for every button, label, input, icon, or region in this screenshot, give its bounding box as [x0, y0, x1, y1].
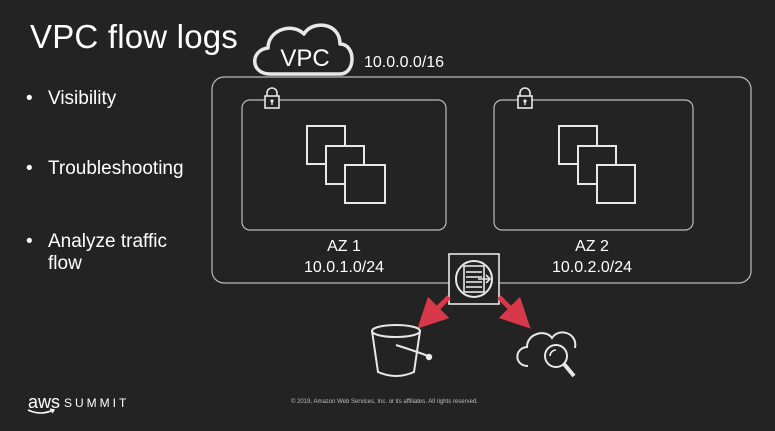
- instances-icon: [306, 125, 386, 204]
- cloudwatch-search-icon: [516, 331, 577, 378]
- az1-name: AZ 1: [327, 238, 361, 255]
- bullet-text: Visibility: [48, 88, 117, 109]
- summit-logo-text: SUMMIT: [64, 396, 130, 410]
- slide-title: VPC flow logs: [30, 18, 239, 55]
- az1-boundary: [241, 99, 447, 231]
- cloud-icon: [253, 23, 354, 76]
- bullet-text: Troubleshooting: [48, 158, 184, 179]
- s3-bucket-icon: [371, 324, 433, 377]
- vpc-label: VPC: [280, 45, 329, 72]
- bullet-dot: •: [26, 231, 33, 252]
- flow-logs-icon: [448, 253, 500, 305]
- az2-label: AZ 2 10.0.2.0/24: [492, 236, 692, 278]
- az2-boundary: [493, 99, 694, 231]
- arrow-to-s3: [417, 295, 451, 329]
- az2-name: AZ 2: [575, 238, 609, 255]
- az1-label: AZ 1 10.0.1.0/24: [244, 236, 444, 278]
- copyright-notice: © 2019, Amazon Web Services, Inc. or its…: [291, 399, 478, 405]
- vpc-cidr: 10.0.0.0/16: [364, 54, 445, 71]
- bullet-text-line-2: flow: [48, 253, 82, 274]
- az1-cidr: 10.0.1.0/24: [303, 259, 385, 276]
- instances-icon: [558, 125, 636, 204]
- lock-icon: [264, 87, 280, 109]
- arrow-to-cloudwatch: [497, 295, 531, 329]
- bullet-text-line-1: Analyze traffic: [48, 231, 167, 252]
- bullet-dot: •: [26, 158, 33, 179]
- aws-smile-icon: [27, 408, 56, 414]
- bullet-dot: •: [26, 88, 33, 109]
- az2-cidr: 10.0.2.0/24: [551, 259, 633, 276]
- lock-icon: [517, 87, 533, 109]
- aws-logo: aws: [28, 392, 61, 412]
